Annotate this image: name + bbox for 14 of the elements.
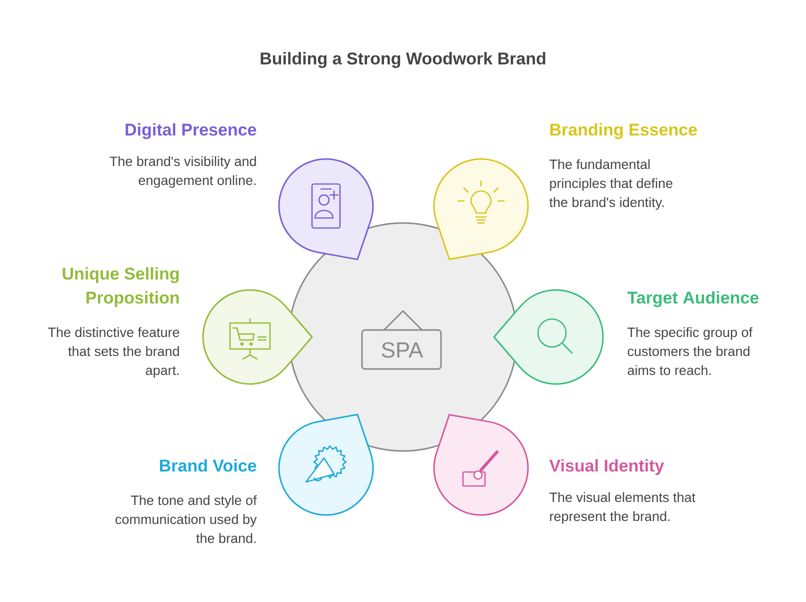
description: The tone and style of communication used by the brand. [116,495,257,544]
heading: Branding Essence [550,123,697,140]
heading: Digital Presence [126,123,256,140]
description: The distinctive feature that sets the brand apart. [48,327,180,378]
sign-text: SPA [382,342,424,358]
heading: Unique Selling Proposition [62,267,179,308]
heading: Target Audience [627,291,759,308]
description: The visual elements that represent the brand. [550,492,696,524]
title: Building a Strong Woodwork Brand [260,52,546,68]
description: The fundamental principles that define the brand's identity. [549,159,672,210]
heading: Visual Identity [549,459,664,476]
description: The specific group of customers the brand aims to reach. [628,327,752,376]
description: The brand's visibility and engagement online. [110,156,256,188]
heading: Brand Voice [160,459,256,472]
